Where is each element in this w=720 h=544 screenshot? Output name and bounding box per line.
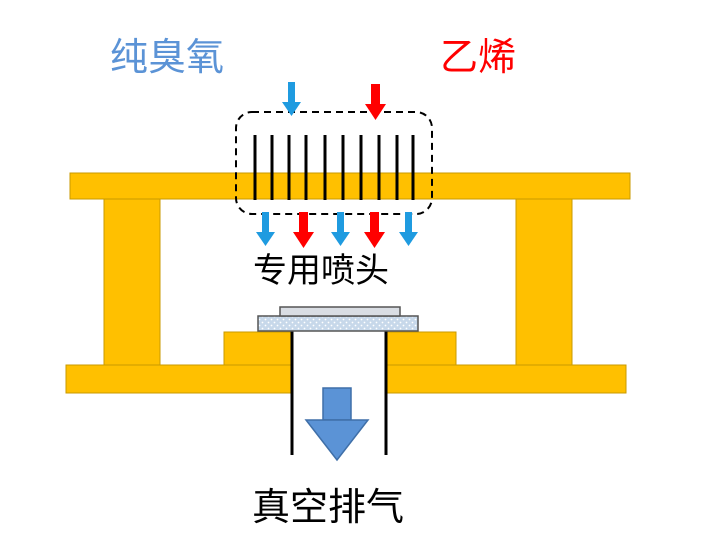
nozzle-channels — [253, 135, 415, 200]
ozone-inlet-arrow — [282, 82, 301, 116]
top-plate — [69, 172, 631, 200]
ozone-outlet-arrow — [256, 212, 275, 246]
wafer — [279, 306, 401, 317]
nozzle-outline — [235, 111, 433, 215]
exhaust-arrow — [304, 387, 370, 462]
nozzle-label: 专用喷头 — [253, 251, 389, 291]
ethylene-outlet-arrow — [293, 212, 314, 248]
ethylene-inlet-arrow — [365, 84, 386, 120]
ozone-label: 纯臭氧 — [110, 35, 224, 79]
sample-substrate — [257, 315, 419, 332]
ethylene-label: 乙烯 — [440, 35, 516, 79]
ozone-outlet-arrow — [399, 212, 418, 246]
ethylene-outlet-arrow — [364, 212, 385, 248]
exhaust-label: 真空排气 — [252, 485, 404, 529]
right-column — [515, 198, 573, 366]
ozone-outlet-arrow — [331, 212, 350, 246]
left-column — [103, 198, 161, 366]
